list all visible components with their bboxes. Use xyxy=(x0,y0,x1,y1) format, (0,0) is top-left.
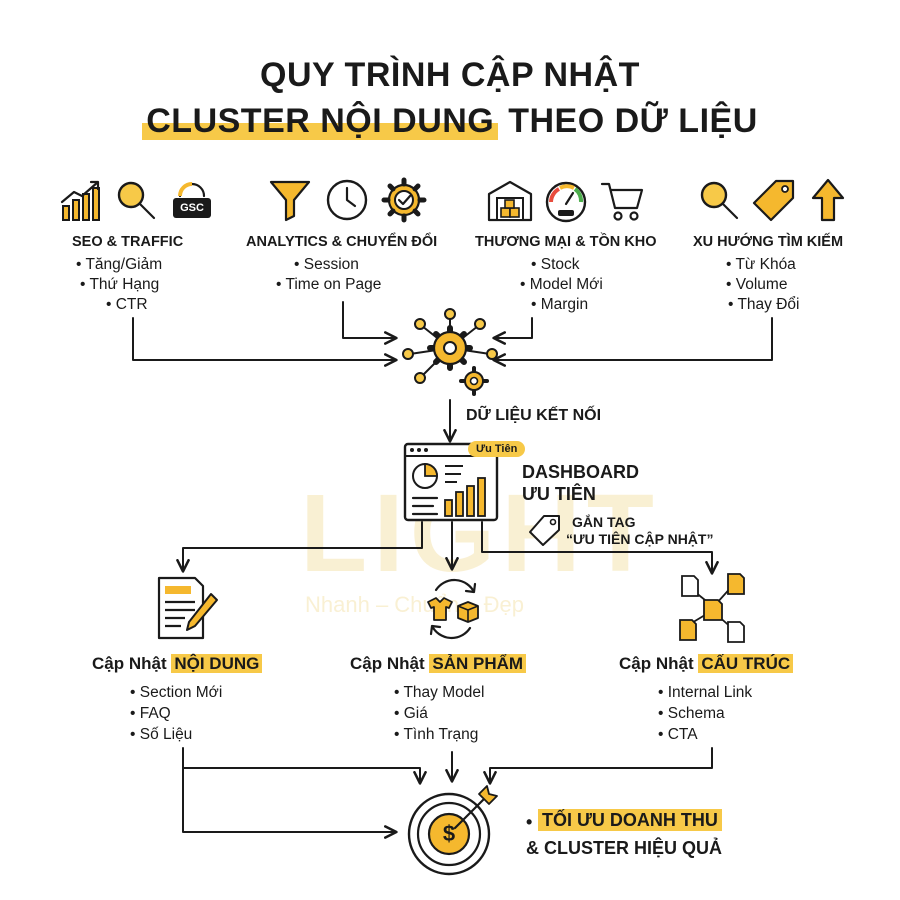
title-highlight: CLUSTER NỘI DUNG xyxy=(142,102,499,140)
list-item: FAQ xyxy=(130,703,222,724)
page-title-line2: CLUSTER NỘI DUNG THEO DỮ LIỆU xyxy=(0,102,900,141)
arrow-commerce-to-hub xyxy=(492,317,533,345)
update-title-product: Cập Nhật SẢN PHẨM xyxy=(350,654,527,674)
arrow-content-to-result-b xyxy=(182,759,398,839)
list-item: Time on Page xyxy=(276,275,381,295)
gear-check-icon xyxy=(381,177,427,223)
source-list-analytics: Session Time on Page xyxy=(276,255,381,295)
source-title-trends: XU HƯỚNG TÌM KIẾM xyxy=(693,234,844,250)
list-item: Thay Model xyxy=(394,682,484,703)
update-prefix: Cập Nhật xyxy=(619,654,694,673)
list-item: Session xyxy=(276,255,381,275)
source-list-commerce: Stock Model Mới Margin xyxy=(520,255,603,315)
update-keyword: CẤU TRÚC xyxy=(698,654,794,673)
gauge-icon xyxy=(545,181,587,223)
cart-icon xyxy=(600,182,644,221)
list-item: Thứ Hạng xyxy=(76,275,162,295)
watermark-slogan: Nhanh – Chuẩn – Đẹp xyxy=(305,592,524,617)
dashboard-icon xyxy=(403,442,499,522)
tag-icon xyxy=(529,515,560,546)
update-prefix: Cập Nhật xyxy=(350,654,425,673)
list-item: CTR xyxy=(76,295,162,315)
source-list-seo: Tăng/Giảm Thứ Hạng CTR xyxy=(76,255,162,315)
list-item: Volume xyxy=(726,275,799,295)
warehouse-icon xyxy=(487,180,533,222)
arrow-trends-to-hub xyxy=(492,317,773,367)
gsc-badge-text: GSC xyxy=(180,202,204,214)
source-title-seo: SEO & TRAFFIC xyxy=(72,234,184,250)
list-item: Section Mới xyxy=(130,682,223,703)
result-line2: & CLUSTER HIỆU QUẢ xyxy=(526,838,723,858)
bar-chart-up-icon xyxy=(60,180,100,221)
funnel-icon xyxy=(269,180,311,222)
result-bullet: • xyxy=(526,812,533,832)
source-title-commerce: THƯƠNG MẠI & TỒN KHO xyxy=(475,234,657,250)
list-item: CTA xyxy=(658,724,752,745)
arrow-content-to-result-a xyxy=(182,747,427,785)
gsc-icon: GSC xyxy=(170,178,214,222)
source-title-analytics: ANALYTICS & CHUYỂN ĐỔI xyxy=(246,234,438,250)
arrow-up-icon xyxy=(811,178,845,222)
list-item: Số Liệu xyxy=(130,724,222,745)
update-prefix: Cập Nhật xyxy=(92,654,167,673)
list-item: Stock xyxy=(520,255,603,275)
tag-label-line1: GẮN TAG xyxy=(572,514,636,530)
update-list-structure: Internal Link Schema CTA xyxy=(658,682,752,745)
list-item: Schema xyxy=(658,703,752,724)
product-swap-icon xyxy=(427,578,479,640)
arrow-structure-to-result xyxy=(483,747,713,785)
search-icon xyxy=(117,181,156,220)
update-list-content: Section Mới FAQ Số Liệu xyxy=(130,682,223,745)
update-title-content: Cập Nhật NỘI DUNG xyxy=(92,654,263,674)
list-item: Tình Trạng xyxy=(394,724,484,745)
list-item: Margin xyxy=(520,295,603,315)
page-title-line1: QUY TRÌNH CẬP NHẬT xyxy=(260,56,640,94)
update-list-product: Thay Model Giá Tình Trạng xyxy=(394,682,484,745)
arrow-dash-to-structure xyxy=(481,521,719,575)
update-keyword: SẢN PHẨM xyxy=(429,654,527,673)
target-coin-icon: $ xyxy=(403,784,499,880)
list-item: Từ Khóa xyxy=(726,255,799,275)
list-item: Internal Link xyxy=(658,682,752,703)
search-icon xyxy=(700,181,739,220)
clock-icon xyxy=(326,179,368,221)
update-title-structure: Cập Nhật CẤU TRÚC xyxy=(619,654,794,674)
result-line1: TỐI ƯU DOANH THU xyxy=(538,809,722,831)
coin-symbol: $ xyxy=(442,821,456,846)
list-item: Thay Đổi xyxy=(726,295,799,315)
list-item: Tăng/Giảm xyxy=(76,255,162,275)
arrow-dash-to-content xyxy=(176,521,423,573)
dashboard-title-line2: ƯU TIÊN xyxy=(522,484,596,504)
list-item: Model Mới xyxy=(520,275,603,295)
result-highlight: TỐI ƯU DOANH THU xyxy=(538,809,722,831)
arrow-seo-to-hub xyxy=(132,317,398,367)
priority-badge: Ưu Tiên xyxy=(468,441,526,457)
tag-label-line2: “ƯU TIÊN CẬP NHẬT” xyxy=(566,531,714,547)
sitemap-structure-icon xyxy=(679,573,745,643)
title-rest: THEO DỮ LIỆU xyxy=(508,102,758,140)
list-item: Giá xyxy=(394,703,484,724)
tag-icon xyxy=(752,179,795,222)
source-list-trends: Từ Khóa Volume Thay Đổi xyxy=(726,255,799,315)
arrow-analytics-to-hub xyxy=(342,301,398,345)
data-hub-gears-icon xyxy=(402,308,498,396)
hub-label: DỮ LIỆU KẾT NỐI xyxy=(466,407,602,424)
dashboard-title-line1: DASHBOARD xyxy=(522,462,639,482)
document-pen-icon xyxy=(157,576,218,640)
update-keyword: NỘI DUNG xyxy=(171,654,263,673)
